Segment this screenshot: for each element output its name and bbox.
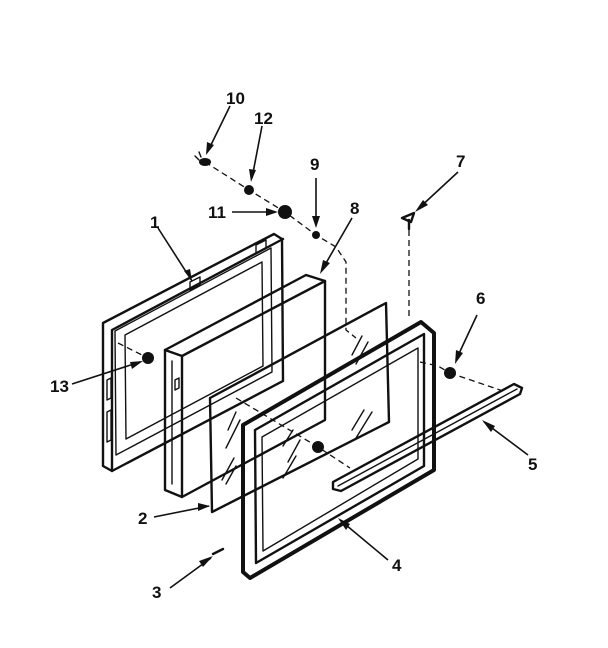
callout-7: 7 [456,152,465,171]
part-1-inner-door-liner [101,232,285,473]
part-7-screw [400,211,416,231]
callout-8: 8 [350,199,359,218]
callout-4: 4 [392,556,402,575]
callout-labels: 1 2 3 4 5 6 7 8 9 10 11 12 13 [50,89,537,602]
part-8-insulation-panel [163,273,327,499]
assembly-dashed-lines [117,161,507,469]
callout-10: 10 [226,89,245,108]
callout-12: 12 [254,109,273,128]
callout-2: 2 [138,509,147,528]
callout-13: 13 [50,377,69,396]
part-2-glass-pane [208,301,391,514]
part-3-glass-clip [211,547,225,556]
part-5-door-handle [331,382,524,493]
part-4-outer-door-frame [241,320,436,580]
callout-leaders [71,105,529,589]
callout-11: 11 [208,203,226,222]
callout-6: 6 [476,289,485,308]
callout-9: 9 [310,155,319,174]
callout-5: 5 [528,455,537,474]
callout-1: 1 [150,213,159,232]
callout-3: 3 [152,583,161,602]
